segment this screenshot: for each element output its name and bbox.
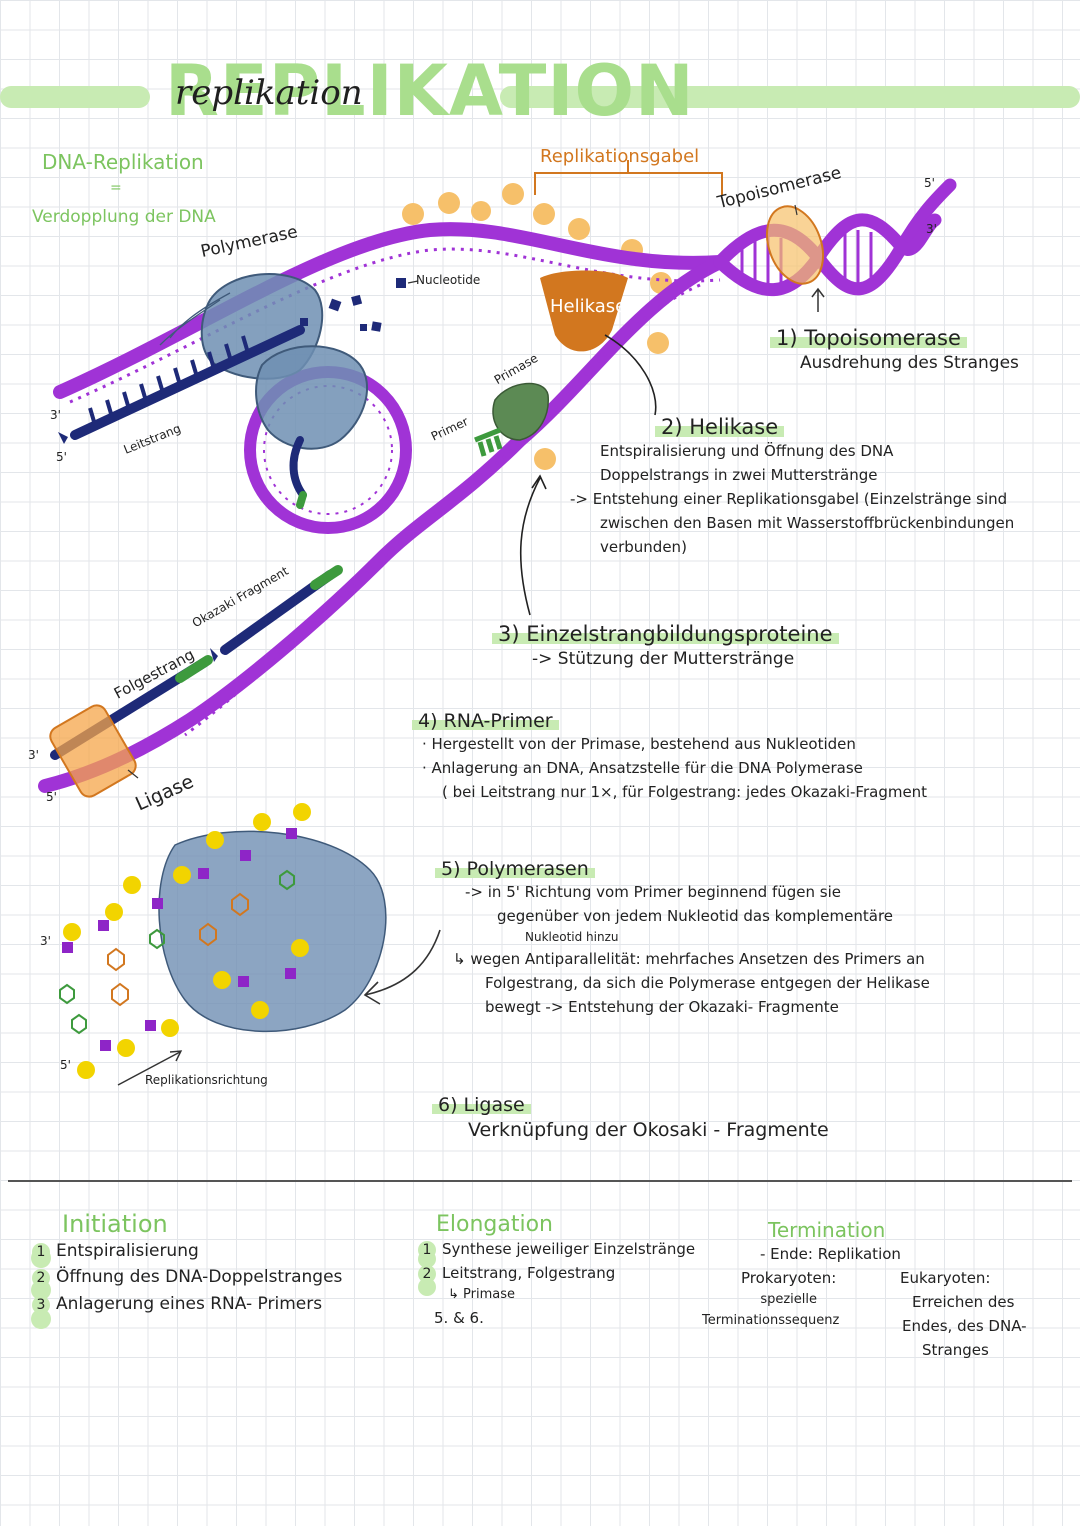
eukaryoten: Eukaryoten: Erreichen des Endes, des DNA…: [900, 1269, 1027, 1359]
note-topoisomerase: 1) Topoisomerase Ausdrehung des Stranges: [770, 326, 1019, 376]
intro-line2: Verdopplung der DNA: [32, 207, 216, 227]
primase-shape: [492, 382, 549, 441]
okazaki-fragment-1: [210, 565, 343, 662]
polymerase-lagging: [255, 345, 369, 450]
fork-bracket: [534, 160, 723, 195]
label-5prime-left: 5': [56, 450, 67, 464]
zoom-detail: [59, 803, 387, 1086]
note-einzelstrang: 3) Einzelstrangbildungsproteine -> Stütz…: [492, 622, 839, 672]
ssb-pointer: [519, 474, 547, 616]
section-divider: [8, 1180, 1072, 1182]
label-5prime-ll: 5': [46, 790, 57, 804]
label-3prime-ll: 3': [28, 748, 39, 762]
topoisomerase-arrow: [811, 287, 825, 312]
label-replikationsgabel: Replikationsgabel: [540, 146, 700, 167]
note-helikase: 2) Helikase Entspiralisierung und Öffnun…: [570, 415, 1015, 556]
label-5prime-right: 5': [924, 176, 935, 190]
summary-termination: Termination - Ende: Replikation Prokaryo…: [700, 1218, 1070, 1376]
prokaryoten: Prokaryoten: spezielle Terminationsseque…: [702, 1269, 840, 1328]
label-3prime-left: 3': [50, 408, 61, 422]
leading-strand-new: [58, 325, 305, 444]
topoisomerase-shape: [765, 205, 825, 285]
title-bar-right: [500, 86, 1080, 108]
note-rna-primer: 4) RNA-Primer · Hergestellt von der Prim…: [412, 710, 927, 804]
intro-eq: =: [110, 180, 122, 196]
ligase-shape: [49, 704, 137, 798]
page-title: REPLIKATION: [165, 50, 695, 132]
primer-rna: [474, 427, 503, 457]
lower-parent-strand: [38, 255, 727, 793]
label-helikase: Helikase: [550, 296, 627, 317]
label-3prime-zoom: 3': [40, 934, 51, 948]
label-replikationsrichtung: Replikationsrichtung: [145, 1073, 268, 1087]
title-bar-left: [0, 86, 150, 108]
free-nucleotides: [300, 278, 406, 332]
page-title-script: replikation: [175, 73, 363, 113]
intro-line1: DNA-Replikation: [42, 150, 204, 174]
helikase-pointer: [604, 334, 657, 416]
helikase-shape: [540, 270, 628, 352]
label-nucleotide: Nucleotide: [416, 273, 481, 287]
loop-fragment: [289, 436, 307, 509]
label-3prime-right: 3': [926, 222, 937, 236]
note-ligase: 6) Ligase Verknüpfung der Okosaki - Frag…: [432, 1094, 829, 1145]
note-polymerasen: 5) Polymerasen -> in 5' Richtung vom Pri…: [435, 858, 930, 1019]
zoom-arrow: [363, 929, 441, 1005]
label-5prime-zoom: 5': [60, 1058, 71, 1072]
